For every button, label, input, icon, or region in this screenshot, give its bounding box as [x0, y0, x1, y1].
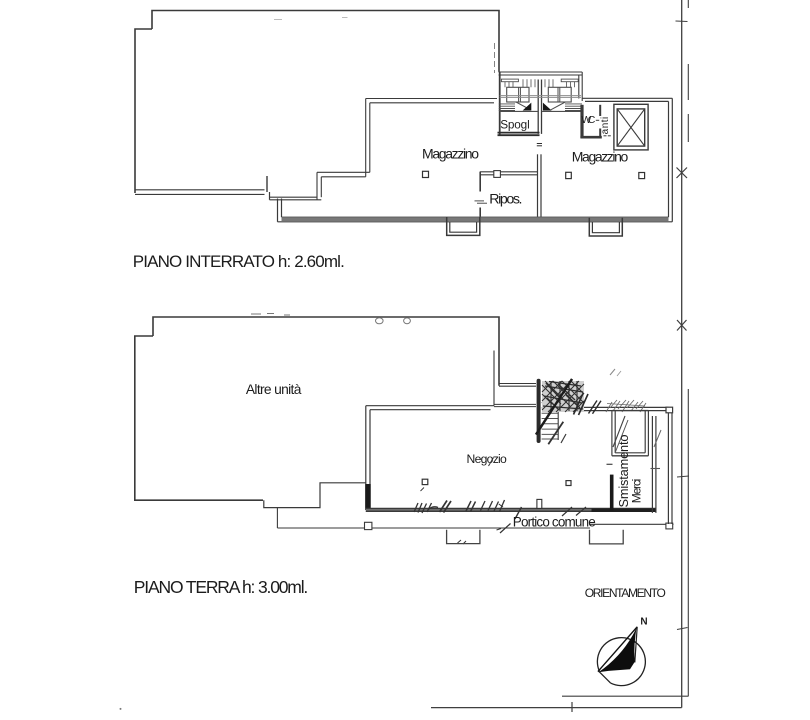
svg-text:Altre unità: Altre unità [246, 382, 302, 397]
svg-text:N: N [640, 617, 647, 628]
svg-text:Spogl: Spogl [500, 118, 530, 132]
svg-text:Negozio: Negozio [467, 452, 508, 466]
svg-text:Magazzino: Magazzino [572, 148, 629, 164]
svg-text:Ripos.: Ripos. [489, 191, 522, 207]
svg-text:Smistamento: Smistamento [616, 435, 631, 508]
svg-text:ORIENTAMENTO: ORIENTAMENTO [585, 586, 666, 600]
svg-text:Magazzino: Magazzino [422, 145, 479, 161]
svg-text:Portico comune: Portico comune [513, 514, 596, 529]
svg-text:anti: anti [600, 117, 611, 135]
svg-text:PIANO INTERRATO h: 2.60ml.: PIANO INTERRATO h: 2.60ml. [133, 252, 345, 271]
svg-text:Merci: Merci [629, 479, 643, 504]
svg-text:PIANO TERRA h: 3.00ml.: PIANO TERRA h: 3.00ml. [134, 577, 308, 597]
svg-text:WC: WC [581, 114, 595, 126]
